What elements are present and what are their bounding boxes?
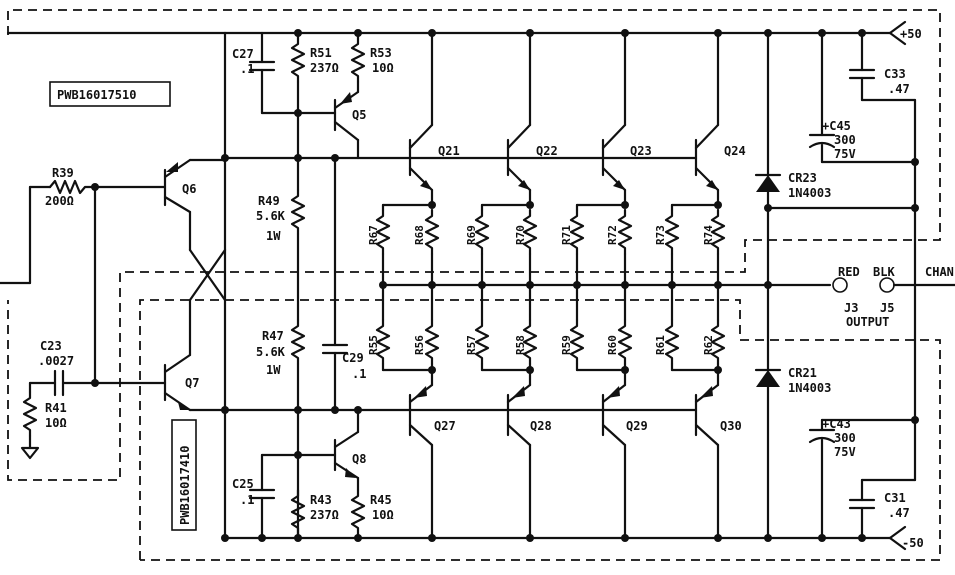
r41-value: 10Ω: [45, 416, 67, 430]
c31-label: C31: [884, 491, 906, 505]
r58-label: R58: [514, 335, 527, 355]
q28-label: Q28: [530, 419, 552, 433]
r53-value: 10Ω: [372, 61, 394, 75]
cr21-part: 1N4003: [788, 381, 831, 395]
chan-label: CHAN: [925, 265, 954, 279]
c45-value: 300: [834, 133, 856, 147]
c31-value: .47: [888, 506, 910, 520]
r43-value: 237Ω: [310, 508, 339, 522]
cr23-part: 1N4003: [788, 186, 831, 200]
r39-label: R39: [52, 166, 74, 180]
r70-label: R70: [514, 225, 527, 245]
q7-label: Q7: [185, 376, 199, 390]
r49-value: 5.6K: [256, 209, 286, 223]
r49-label: R49: [258, 194, 280, 208]
r51-label: R51: [310, 46, 332, 60]
junction-dots: [91, 29, 919, 542]
c27-value: .1: [240, 62, 254, 76]
r47-power: 1W: [266, 363, 281, 377]
r51-value: 237Ω: [310, 61, 339, 75]
lower-board-label: PWB16017410: [178, 446, 192, 525]
r71-label: R71: [560, 225, 573, 245]
upper-board-label-box: [49, 81, 171, 107]
r74-label: R74: [702, 225, 715, 245]
c43-label: +C43: [822, 417, 851, 431]
lower-board-label-box: [171, 419, 197, 531]
r53-label: R53: [370, 46, 392, 60]
c27-label: C27: [232, 47, 254, 61]
r56-label: R56: [413, 335, 426, 355]
r72-label: R72: [606, 225, 619, 245]
q24-label: Q24: [724, 144, 746, 158]
r47-label: R47: [262, 329, 284, 343]
c45-label: +C45: [822, 119, 851, 133]
cr23-label: CR23: [788, 171, 817, 185]
positive-rail: [223, 20, 907, 46]
j3-label: J3: [844, 301, 858, 315]
blk-terminal-label: BLK: [873, 265, 895, 279]
cr21-label: CR21: [788, 366, 817, 380]
c23-label: C23: [40, 339, 62, 353]
r67-label: R67: [367, 225, 380, 245]
r45-value: 10Ω: [372, 508, 394, 522]
c23-value: .0027: [38, 354, 74, 368]
output-devices: [375, 31, 726, 540]
board-outline-upper: [7, 9, 941, 481]
negative-rail: [223, 525, 907, 551]
q6-label: Q6: [182, 182, 196, 196]
r68-label: R68: [413, 225, 426, 245]
c29-value: .1: [352, 367, 366, 381]
c33-label: C33: [884, 67, 906, 81]
r45-label: R45: [370, 493, 392, 507]
c45-voltage: 75V: [834, 147, 856, 161]
r43-label: R43: [310, 493, 332, 507]
q21-label: Q21: [438, 144, 460, 158]
c43-voltage: 75V: [834, 445, 856, 459]
r57-label: R57: [465, 335, 478, 355]
q29-label: Q29: [626, 419, 648, 433]
q5-label: Q5: [352, 108, 366, 122]
pos-rail-label: +50: [900, 27, 922, 41]
r41-label: R41: [45, 401, 67, 415]
red-terminal-label: RED: [838, 265, 860, 279]
r73-label: R73: [654, 225, 667, 245]
upper-board-label: PWB16017510: [57, 88, 136, 102]
q30-label: Q30: [720, 419, 742, 433]
output-label: OUTPUT: [846, 315, 889, 329]
r49-power: 1W: [266, 229, 281, 243]
r39-value: 200Ω: [45, 194, 74, 208]
r61-label: R61: [654, 335, 667, 355]
c43-value: 300: [834, 431, 856, 445]
c29-label: C29: [342, 351, 364, 365]
r47-value: 5.6K: [256, 345, 286, 359]
q27-label: Q27: [434, 419, 456, 433]
r55-label: R55: [367, 335, 380, 355]
r62-label: R62: [702, 335, 715, 355]
c25-label: C25: [232, 477, 254, 491]
c25-value: .1: [240, 493, 254, 507]
q23-label: Q23: [630, 144, 652, 158]
board-outline-lower: [139, 299, 941, 561]
q22-label: Q22: [536, 144, 558, 158]
r59-label: R59: [560, 335, 573, 355]
r60-label: R60: [606, 335, 619, 355]
j5-label: J5: [880, 301, 894, 315]
c33-value: .47: [888, 82, 910, 96]
r69-label: R69: [465, 225, 478, 245]
q8-label: Q8: [352, 452, 366, 466]
neg-rail-label: -50: [902, 536, 924, 550]
